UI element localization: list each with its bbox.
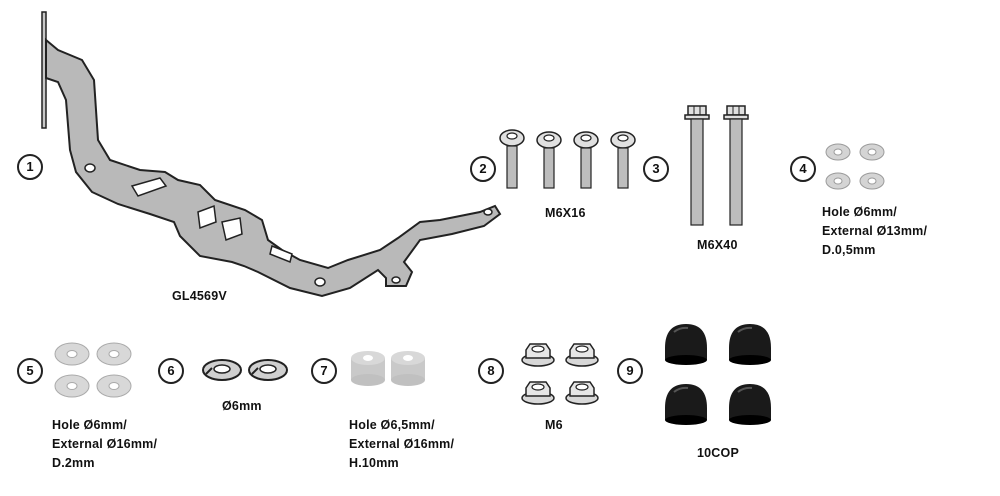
caps <box>664 323 772 426</box>
item-label-5: Hole Ø6mm/ External Ø16mm/ D.2mm <box>52 418 158 470</box>
bolts-m6x40 <box>684 105 749 226</box>
bracket-part <box>41 11 502 298</box>
item-label-4: Hole Ø6mm/ External Ø13mm/ D.0,5mm <box>822 205 928 257</box>
spacers <box>351 351 425 386</box>
item-number-4: 4 <box>790 156 816 182</box>
item-number-7: 7 <box>311 358 337 384</box>
item-label-8: M6 <box>545 418 563 432</box>
item-label-2: M6X16 <box>545 206 586 220</box>
bolts-m6x16 <box>499 129 636 189</box>
item-label-9: 10COP <box>697 446 739 460</box>
item-number-9: 9 <box>617 358 643 384</box>
washers-16mm <box>54 342 132 398</box>
item-number-1: 1 <box>17 154 43 180</box>
item-number-5: 5 <box>17 358 43 384</box>
item-label-7: Hole Ø6,5mm/ External Ø16mm/ H.10mm <box>349 418 455 470</box>
item-label-6: Ø6mm <box>222 399 262 413</box>
lock-washers <box>202 359 288 381</box>
nuts-m6 <box>521 343 599 405</box>
washers-13mm <box>825 143 885 190</box>
item-number-8: 8 <box>478 358 504 384</box>
item-number-6: 6 <box>158 358 184 384</box>
item-number-3: 3 <box>643 156 669 182</box>
item-number-2: 2 <box>470 156 496 182</box>
item-label-3: M6X40 <box>697 238 738 252</box>
item-label-1: GL4569V <box>172 289 227 303</box>
